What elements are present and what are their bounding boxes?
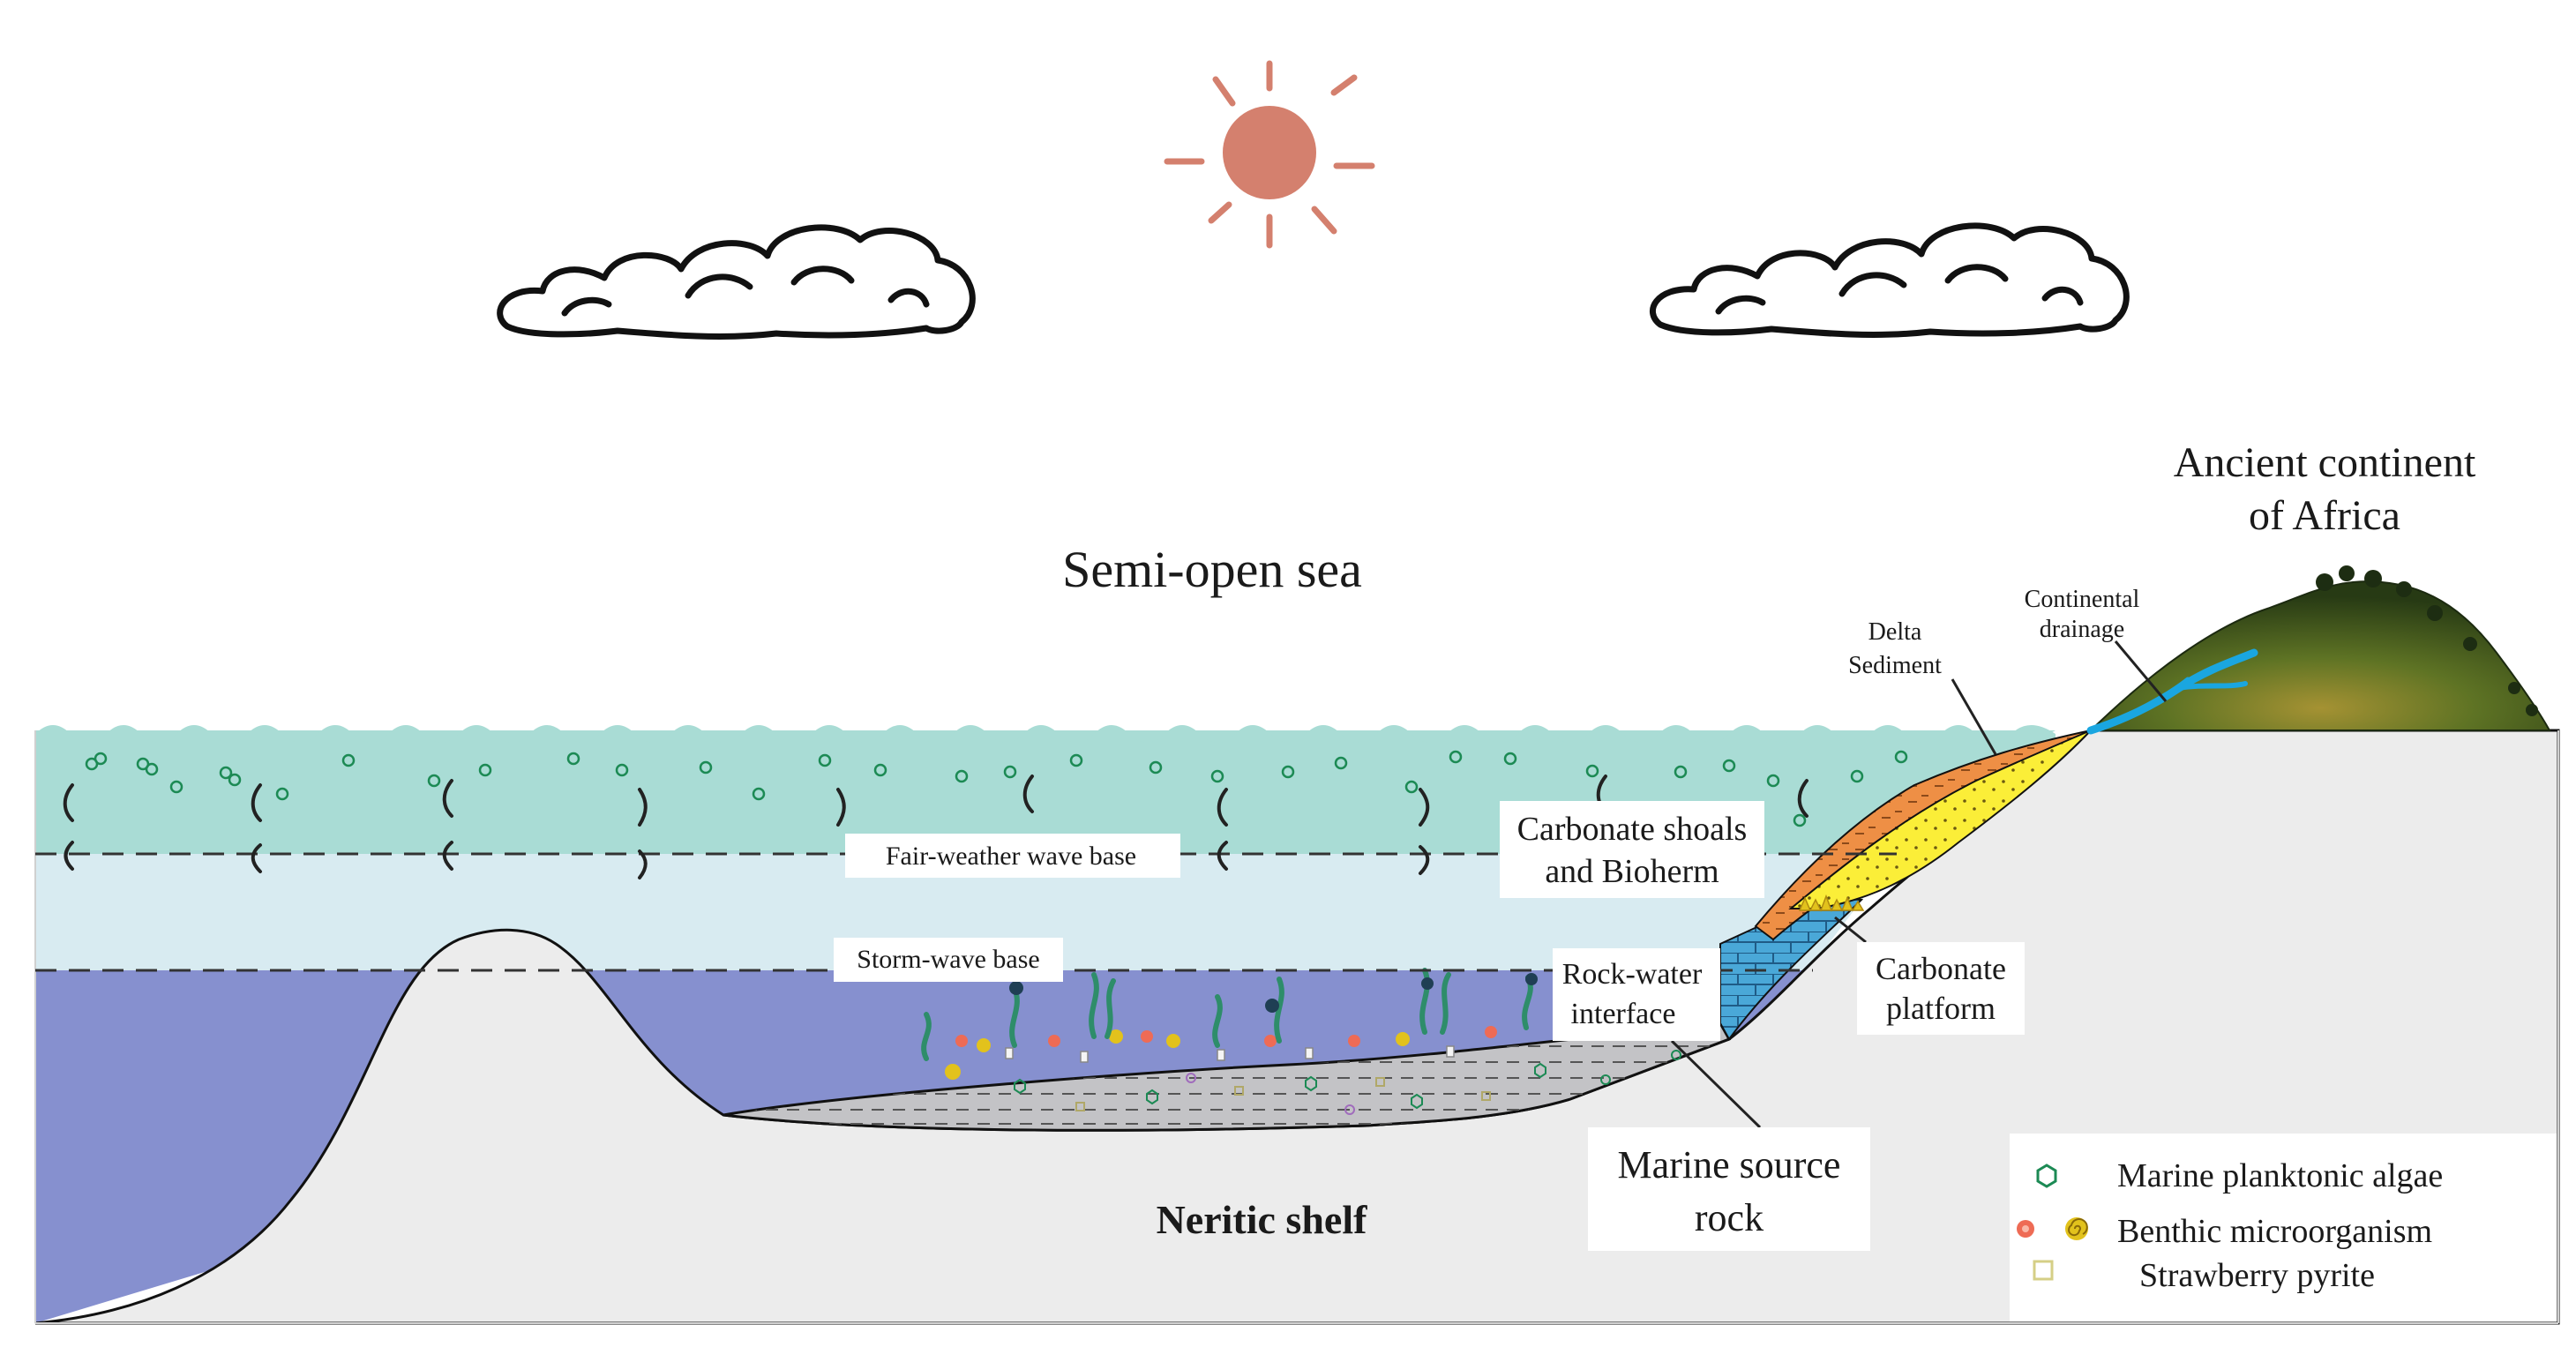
- cloud-right-icon: [1649, 222, 2130, 338]
- shoals-label-line2: and Bioherm: [1545, 853, 1719, 890]
- source-rock-label-line2: rock: [1695, 1196, 1764, 1239]
- shoals-label-box: [1500, 801, 1764, 898]
- shoals-label-line1: Carbonate shoals: [1517, 811, 1748, 848]
- leader-lines: [1670, 640, 2168, 1129]
- sea-title: Semi-open sea: [1062, 541, 1362, 598]
- hexagon-algae-icon: [2036, 1164, 2057, 1188]
- source-rock-label-box: [1588, 1127, 1870, 1251]
- continent-title-line2: of Africa: [2249, 492, 2400, 539]
- drainage-label-line1: Continental: [2025, 586, 2140, 613]
- delta-label-line1: Delta: [1868, 618, 1922, 646]
- square-pyrite-icon: [2033, 1260, 2054, 1281]
- neritic-shelf-label: Neritic shelf: [1157, 1197, 1368, 1242]
- delta-label-line2: Sediment: [1848, 652, 1942, 679]
- planktonic-algae-cluster: [85, 750, 1908, 827]
- suspended-filaments: [63, 775, 1808, 879]
- continent-title-line1: Ancient continent: [2174, 439, 2476, 486]
- legend: Marine planktonic algae Benthic microorg…: [2010, 1134, 2557, 1321]
- ancient-continent-hill: [2088, 580, 2551, 731]
- storm-wave-label-box: [834, 938, 1063, 982]
- continent-trees: [2316, 565, 2538, 716]
- shoal-reef-fringe: [1798, 894, 1865, 912]
- fair-weather-label-box: [845, 834, 1180, 878]
- legend-item-pyrite-label: Strawberry pyrite: [2139, 1257, 2375, 1294]
- source-rock-label-line1: Marine source: [1618, 1143, 1841, 1186]
- sun-icon: [1164, 60, 1375, 249]
- platform-label-box: [1857, 942, 2025, 1035]
- legend-item-benthic-label: Benthic microorganism: [2117, 1213, 2432, 1250]
- benthic-community: [921, 968, 1538, 1080]
- cloud-left-icon: [497, 224, 976, 340]
- carbonate-platform: [1719, 894, 1864, 1041]
- drainage-label-line2: drainage: [2040, 616, 2124, 643]
- continental-drainage-river: [2086, 648, 2258, 735]
- wave-crest-line: [35, 725, 2056, 750]
- rock-water-label-box: [1553, 948, 1720, 1041]
- fair-weather-label: Fair-weather wave base: [886, 842, 1136, 871]
- platform-label-line2: platform: [1886, 991, 1996, 1026]
- legend-item-algae-label: Marine planktonic algae: [2117, 1157, 2443, 1194]
- platform-label-line1: Carbonate: [1876, 951, 2006, 986]
- rock-water-label-line1: Rock-water: [1562, 958, 1703, 991]
- benthic-spiral-icon: [2017, 1217, 2088, 1240]
- rock-water-label-line2: interface: [1571, 998, 1676, 1030]
- legend-box: [2010, 1134, 2557, 1321]
- source-rock-organics: [1014, 1050, 1681, 1115]
- storm-wave-label: Storm-wave base: [857, 945, 1039, 974]
